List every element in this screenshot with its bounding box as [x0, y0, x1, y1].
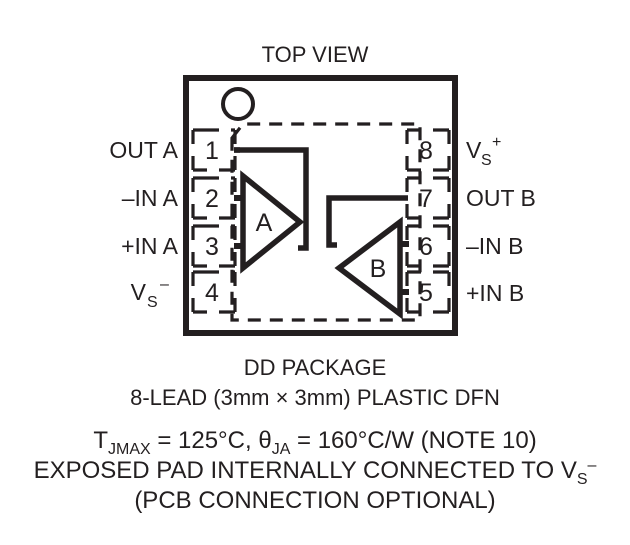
- amp-a-output-trace: [234, 147, 309, 251]
- pin-box-7: [405, 176, 451, 220]
- pin-label-out-a: OUT A: [109, 137, 178, 163]
- pin-label-vs-negative-v: V: [131, 279, 147, 305]
- svg-text:EXPOSED PAD INTERNALLY CONNECT: EXPOSED PAD INTERNALLY CONNECTED TO VS–: [34, 457, 597, 488]
- caption-pcb-note: (PCB CONNECTION OPTIONAL): [134, 487, 495, 514]
- caption-package-name: DD PACKAGE: [244, 355, 387, 380]
- pin1-indicator-dot: [221, 87, 255, 121]
- amplifier-a-label: A: [256, 209, 273, 237]
- pin-box-2: [191, 176, 237, 220]
- left-pin-boxes: [191, 128, 237, 314]
- pin-box-1: [191, 128, 237, 172]
- pin-label-out-b: OUT B: [466, 185, 536, 211]
- right-pin-boxes: [405, 128, 451, 314]
- pin-box-3: [191, 224, 237, 268]
- svg-text:TJMAX = 125°C, θJA = 160°C/W (: TJMAX = 125°C, θJA = 160°C/W (NOTE 10): [93, 427, 536, 458]
- thermal-t: T: [93, 427, 108, 454]
- pin-label-vs-negative-sub: S: [147, 294, 158, 311]
- exposed-pad-sub: S: [577, 471, 588, 488]
- caption-exposed-pad: EXPOSED PAD INTERNALLY CONNECTED TO VS–: [34, 457, 597, 488]
- thermal-t-sub: JMAX: [108, 441, 151, 458]
- thermal-theta-sub: JA: [272, 441, 291, 458]
- pin-label-noninverting-in-b: +IN B: [466, 280, 524, 306]
- exposed-pad-sup: –: [588, 457, 597, 474]
- exposed-pad-text: EXPOSED PAD INTERNALLY CONNECTED TO V: [34, 457, 577, 484]
- pin-number-5: 5: [419, 279, 433, 307]
- pin-number-1: 1: [205, 137, 219, 165]
- pin-label-vs-negative: V S –: [131, 276, 169, 311]
- pin-label-vs-positive-sub: S: [481, 152, 492, 169]
- caption-lead-count: 8-LEAD (3mm × 3mm) PLASTIC DFN: [130, 385, 500, 410]
- pin-number-8: 8: [419, 137, 433, 165]
- pin-label-vs-positive-v: V: [466, 137, 482, 163]
- pin-number-3: 3: [205, 233, 219, 261]
- pin-label-inverting-in-a: –IN A: [122, 185, 179, 211]
- pin-label-vs-positive: V S +: [466, 134, 501, 169]
- exposed-pad-outline: [230, 122, 422, 322]
- thermal-mid: = 125°C,: [151, 427, 259, 454]
- pin-number-4: 4: [205, 279, 219, 307]
- thermal-end: = 160°C/W (NOTE 10): [290, 427, 536, 454]
- amplifier-b-triangle: [334, 216, 403, 320]
- top-view-title: TOP VIEW: [262, 42, 369, 67]
- thermal-theta: θ: [258, 427, 271, 454]
- pin-label-vs-negative-sup: –: [160, 276, 169, 293]
- package-body-outline: [183, 75, 458, 336]
- pin-box-8: [405, 128, 451, 172]
- pin-box-6: [405, 224, 451, 268]
- pin-label-vs-positive-sup: +: [492, 134, 501, 151]
- amplifier-a-triangle: [240, 170, 305, 274]
- pin-box-5: [405, 270, 451, 314]
- caption-thermal-spec: TJMAX = 125°C, θJA = 160°C/W (NOTE 10): [93, 427, 536, 458]
- pin-label-noninverting-in-a: +IN A: [121, 233, 179, 259]
- pin-number-2: 2: [205, 185, 219, 213]
- pin-label-inverting-in-b: –IN B: [466, 233, 524, 259]
- pin-box-4: [191, 270, 237, 314]
- pin-number-6: 6: [419, 233, 433, 261]
- pin-number-7: 7: [419, 185, 433, 213]
- amp-b-output-trace: [326, 195, 408, 248]
- amplifier-b-label: B: [370, 255, 387, 283]
